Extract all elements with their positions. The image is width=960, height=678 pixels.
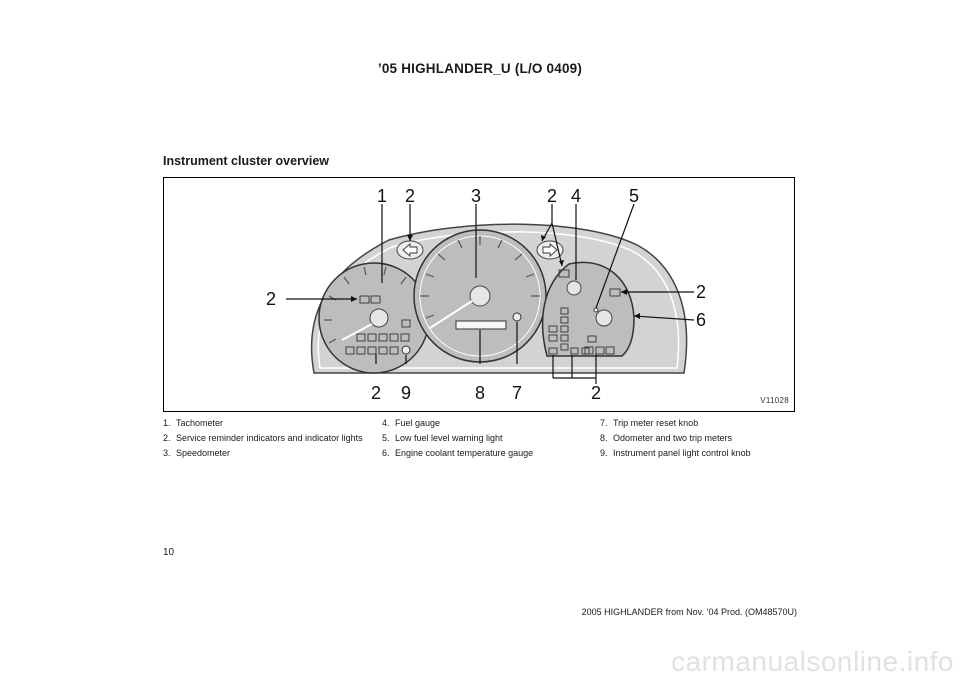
- instrument-cluster-figure: 1 2 3 2 4 5 2 2 6 2 9 8 7 2 V11028: [163, 177, 795, 412]
- legend-item: 3.Speedometer: [163, 448, 231, 458]
- legend-item: 9.Instrument panel light control knob: [600, 448, 751, 458]
- footer-text: 2005 HIGHLANDER from Nov. ’04 Prod. (OM4…: [581, 607, 797, 617]
- legend-item: 1.Tachometer: [163, 418, 224, 428]
- legend-item: 4.Fuel gauge: [382, 418, 441, 428]
- callout-label: 2: [547, 186, 557, 206]
- legend-item: 6.Engine coolant temperature gauge: [382, 448, 534, 458]
- legend-column-3: 7.Trip meter reset knob 8.Odometer and t…: [600, 418, 805, 463]
- legend-item: 8.Odometer and two trip meters: [600, 433, 733, 443]
- tachometer-gauge: [318, 262, 430, 374]
- legend-item: 5.Low fuel level warning light: [382, 433, 503, 443]
- callout-label: 4: [571, 186, 581, 206]
- fuel-and-temperature-gauges: [541, 261, 635, 357]
- callout-label: 2: [266, 289, 276, 309]
- page-number: 10: [163, 547, 175, 558]
- callout-label: 2: [591, 383, 601, 403]
- speedometer-gauge: [413, 229, 547, 363]
- callout-label: 7: [512, 383, 522, 403]
- right-turn-signal-icon: [536, 240, 564, 260]
- callout-label: 2: [371, 383, 381, 403]
- legend-item: 2.Service reminder indicators and indica…: [163, 433, 363, 443]
- callout-label: 5: [629, 186, 639, 206]
- callout-label: 2: [696, 282, 706, 302]
- callout-label: 8: [475, 383, 485, 403]
- callout-label: 6: [696, 310, 706, 330]
- figure-code: V11028: [760, 396, 789, 405]
- callout-arrowheads: [351, 235, 640, 319]
- document-header-title: ’05 HIGHLANDER_U (L/O 0409): [377, 61, 583, 76]
- instrument-cluster-illustration: 1 2 3 2 4 5 2 2 6 2 9 8 7 2: [266, 186, 706, 403]
- watermark-text: carmanualsonline.info: [671, 646, 954, 677]
- callout-label: 1: [377, 186, 387, 206]
- legend-item: 7.Trip meter reset knob: [600, 418, 699, 428]
- section-title: Instrument cluster overview: [163, 154, 330, 168]
- callout-label: 9: [401, 383, 411, 403]
- callout-label: 3: [471, 186, 481, 206]
- callout-label: 2: [405, 186, 415, 206]
- left-turn-signal-icon: [396, 240, 424, 260]
- legend-column-1: 1.Tachometer 2.Service reminder indicato…: [163, 418, 368, 463]
- callout-leader-lines: [286, 203, 695, 384]
- legend-column-2: 4.Fuel gauge 5.Low fuel level warning li…: [382, 418, 587, 463]
